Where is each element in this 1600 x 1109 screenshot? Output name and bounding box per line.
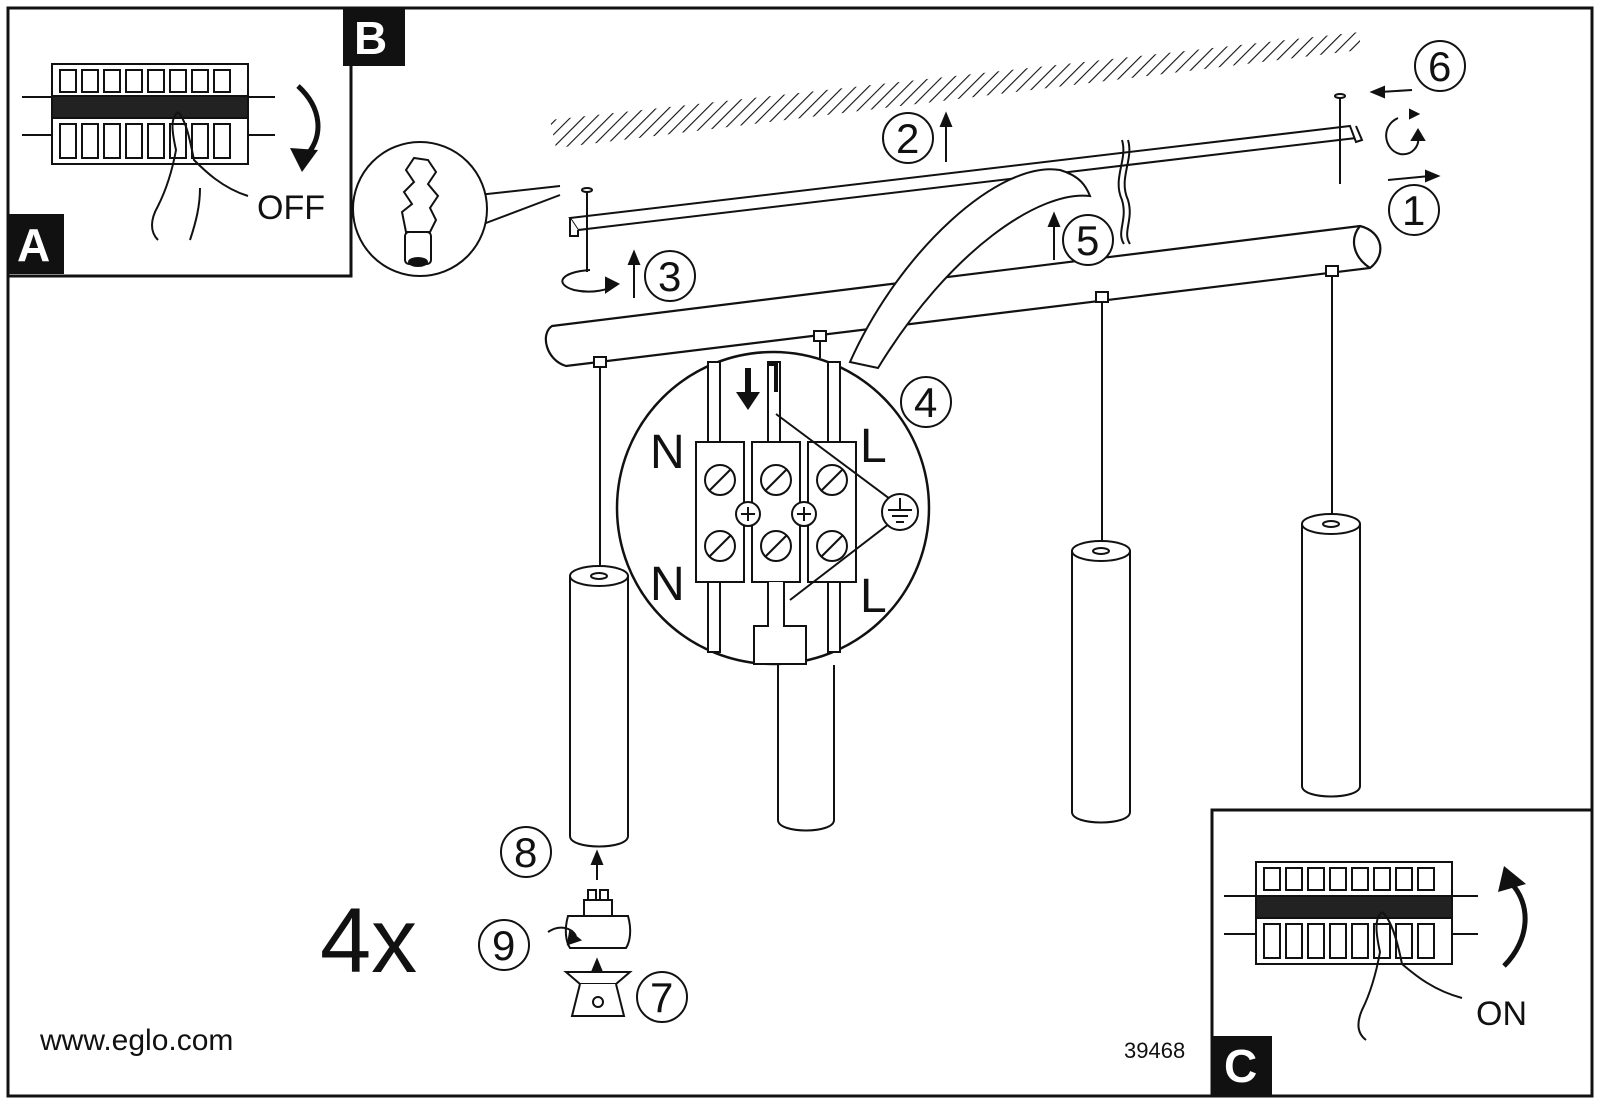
panel-label-c: C bbox=[1224, 1040, 1257, 1092]
ceiling-hatch bbox=[550, 32, 1360, 148]
pendant-tube-4 bbox=[1301, 524, 1361, 798]
mounting-bracket bbox=[568, 93, 1364, 272]
step-6: 6 bbox=[1428, 43, 1451, 90]
hand-icon bbox=[1357, 911, 1463, 1041]
step-2: 2 bbox=[896, 115, 919, 162]
step-9: 9 bbox=[492, 922, 515, 969]
terminal-label-l-top: L bbox=[860, 420, 887, 473]
breaker-box-icon bbox=[1224, 861, 1478, 965]
step-7: 7 bbox=[650, 974, 673, 1021]
step-arrows bbox=[590, 85, 1441, 990]
terminal-label-n-bottom: N bbox=[650, 558, 685, 611]
terminal-block-detail: N L N L bbox=[615, 350, 931, 666]
panel-label-b: B bbox=[354, 12, 387, 64]
step-3: 3 bbox=[658, 253, 681, 300]
pendant-tube-2 bbox=[777, 665, 835, 832]
website-text: www.eglo.com bbox=[39, 1024, 233, 1057]
bulb-ring-icon bbox=[563, 971, 633, 985]
quantity-multiplier: 4x bbox=[320, 890, 417, 992]
breaker-box-icon bbox=[22, 63, 275, 165]
gu10-bulb-icon bbox=[564, 915, 632, 949]
rotate-icons bbox=[561, 108, 1426, 294]
wall-plug-icon bbox=[400, 156, 440, 267]
switch-on-label: ON bbox=[1476, 995, 1527, 1033]
step-8: 8 bbox=[514, 829, 537, 876]
pendant-tube-3 bbox=[1071, 551, 1131, 824]
step-1: 1 bbox=[1402, 187, 1425, 234]
terminal-label-n-top: N bbox=[650, 426, 685, 479]
pendant-lights bbox=[569, 265, 1361, 848]
panel-switch-on: ON C bbox=[1210, 808, 1594, 1098]
canopy-tube bbox=[544, 224, 1382, 368]
step-5: 5 bbox=[1076, 217, 1099, 264]
step-4: 4 bbox=[914, 379, 937, 426]
switch-off-label: OFF bbox=[257, 189, 325, 227]
bulb-assembly bbox=[547, 889, 633, 1017]
terminal-label-l-bottom: L bbox=[860, 570, 887, 623]
step-markers bbox=[478, 40, 1466, 1023]
zoom-pointer bbox=[848, 168, 1092, 370]
wall-plug-detail bbox=[352, 141, 561, 277]
pendant-tube-1 bbox=[569, 576, 629, 848]
outer-frame bbox=[6, 6, 1594, 1098]
article-number: 39468 bbox=[1124, 1038, 1185, 1063]
hand-icon bbox=[151, 111, 249, 241]
switch-on-arrow-icon bbox=[1502, 880, 1528, 968]
panel-switch-off: OFF A B bbox=[6, 6, 405, 278]
panel-label-a: A bbox=[17, 219, 50, 271]
